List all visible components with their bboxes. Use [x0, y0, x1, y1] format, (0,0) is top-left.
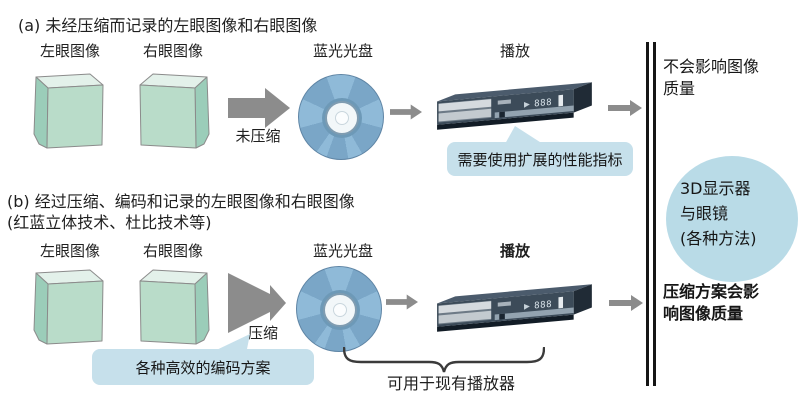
section-b-left-eye-cube-icon	[33, 269, 104, 345]
separator-line-right	[653, 42, 656, 386]
uncompressed-arrow-icon	[228, 88, 290, 128]
section-a-left-eye-label: 左眼图像	[39, 42, 100, 60]
section-a-play-label: 播放	[499, 42, 530, 60]
section-a-disc-label: 蓝光光盘	[312, 42, 373, 60]
section-a-right-eye-label: 右眼图像	[142, 42, 203, 60]
section-b-disc-label: 蓝光光盘	[312, 242, 373, 260]
section-a-right-eye-cube-icon	[139, 73, 210, 149]
player-display-digits: 888	[534, 98, 552, 110]
disc-hub	[323, 293, 357, 327]
disc-hole	[335, 111, 349, 125]
section-b-player-icon: ▶ 888	[437, 284, 592, 332]
display-glasses-circle: 3D显示器 与眼镜 (各种方法)	[666, 156, 798, 282]
section-b-play-label: 播放	[499, 242, 530, 260]
section-b-subtitle: (红蓝立体技术、杜比技术等)	[7, 213, 212, 232]
compression-arrow-label: 压缩	[247, 324, 278, 342]
section-a-left-eye-cube-icon	[33, 73, 104, 149]
existing-players-brace	[343, 347, 545, 373]
section-a-player-output-arrow-icon	[608, 100, 642, 116]
section-b-disc-to-player-arrow-icon	[386, 294, 418, 310]
compression-arrow-icon	[228, 273, 286, 333]
section-a-quality-note: 不会影响图像 质量	[663, 57, 760, 98]
section-a-title: (a) 未经压缩而记录的左眼图像和右眼图像	[18, 16, 318, 35]
section-b-right-eye-label: 右眼图像	[142, 242, 203, 260]
section-b-left-eye-label: 左眼图像	[39, 242, 100, 260]
disc-hub	[325, 101, 359, 135]
separator-line-left	[646, 42, 649, 386]
display-glasses-text: 3D显示器 与眼镜 (各种方法)	[680, 179, 757, 248]
existing-players-label: 可用于现有播放器	[386, 374, 515, 393]
section-a-callout: 需要使用扩展的性能指标	[447, 142, 633, 176]
section-b-title: (b) 经过压缩、编码和记录的左眼图像和右眼图像	[7, 192, 355, 211]
section-b-right-eye-cube-icon	[139, 269, 210, 345]
section-b-quality-note: 压缩方案会影 响图像质量	[663, 282, 760, 323]
disc-hole	[333, 303, 347, 317]
section-b-callout: 各种高效的编码方案	[92, 349, 314, 385]
section-a-player-icon: ▶ 888	[437, 82, 592, 130]
player-display-digits: 888	[534, 300, 552, 312]
section-a-disc-to-player-arrow-icon	[390, 104, 422, 120]
uncompressed-arrow-label: 未压缩	[235, 127, 281, 145]
section-a-callout-tail	[505, 126, 543, 144]
section-b-player-output-arrow-icon	[609, 295, 643, 311]
player-play-glyph: ▶	[524, 301, 530, 311]
player-play-glyph: ▶	[524, 99, 530, 109]
section-b-bluray-disc-icon	[296, 266, 382, 352]
section-a-bluray-disc-icon	[298, 74, 384, 160]
